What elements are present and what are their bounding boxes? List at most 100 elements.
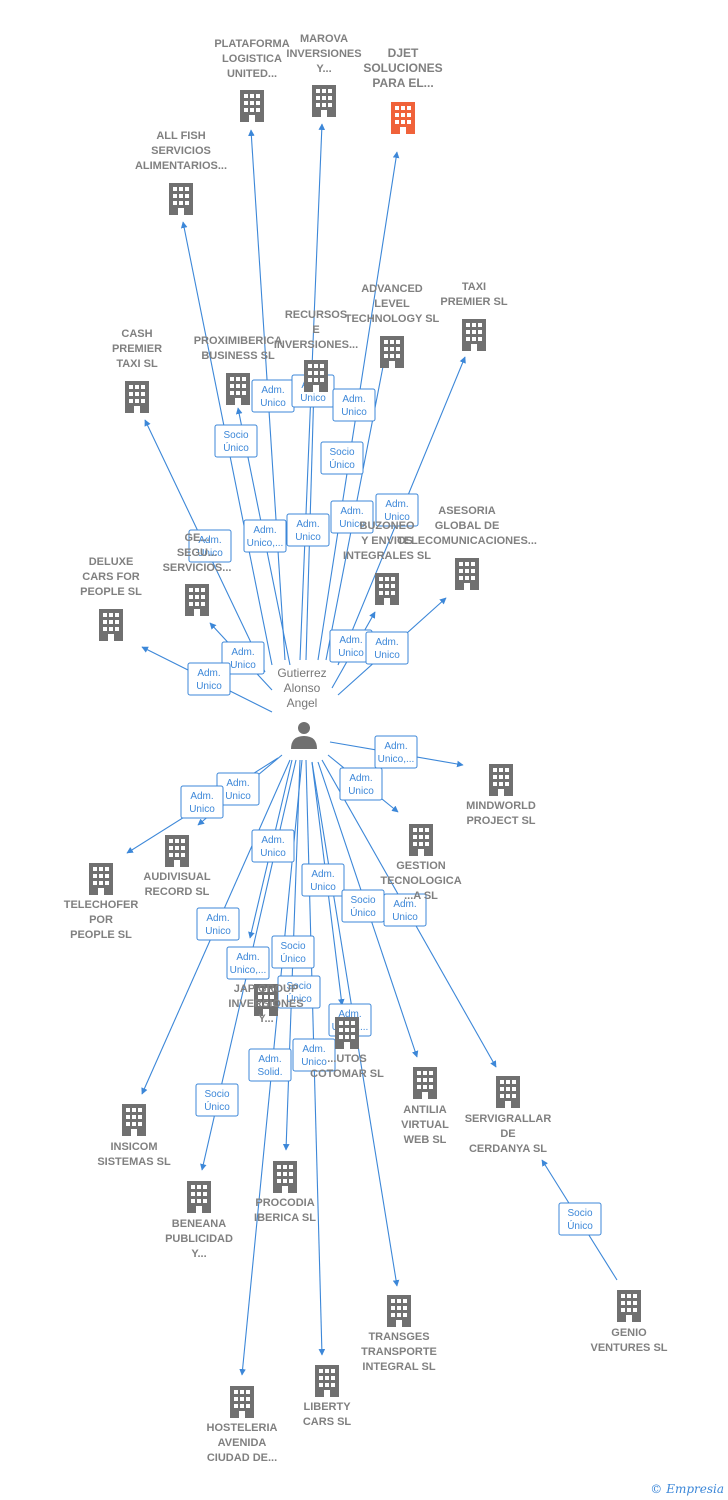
building-icon [391, 102, 415, 134]
edge-label-text: Unico [295, 532, 321, 543]
edge-label-text: Unico [348, 786, 374, 797]
company-label: SERVICIOS... [163, 562, 232, 574]
company-label: PEOPLE SL [70, 929, 132, 941]
company-label: ALIMENTARIOS... [135, 160, 227, 172]
company-label: DJET [388, 46, 419, 60]
edge-label-cash: Adm.Unico [330, 500, 374, 534]
edge-label-servi2: Adm.Unico [383, 893, 427, 927]
edge-label-text: Adm. [393, 899, 416, 910]
edge-label-text: Adm. [385, 499, 408, 510]
edge-label-text: Único [350, 906, 376, 919]
company-label: INVERSIONES [228, 998, 303, 1010]
company-label: GENIO [611, 1327, 647, 1339]
edge-label-text: Socio [567, 1208, 592, 1219]
company-label: INTEGRAL SL [362, 1361, 435, 1373]
company-label: VENTURES SL [590, 1342, 667, 1354]
company-node-genio[interactable]: GENIO VENTURES SL [590, 1290, 668, 1354]
edge-label-text: Único [280, 952, 306, 965]
company-label: CARS SL [303, 1416, 352, 1428]
company-label: CARS FOR [82, 571, 140, 583]
edge-label-text: Unico [196, 681, 222, 692]
edge-label-text: Unico [339, 519, 365, 530]
company-label: INTEGRALES SL [343, 550, 431, 562]
company-label: GLOBAL DE [435, 520, 500, 532]
edge-label-text: Socio [280, 941, 305, 952]
edge-label-antilia: Adm.Unico [301, 863, 345, 897]
company-label: PROCODIA [255, 1197, 314, 1209]
person-label: Alonso [284, 681, 321, 695]
company-label: INVERSIONES... [274, 339, 358, 351]
edge-label-text: Adm. [190, 791, 213, 802]
company-label: POR [89, 914, 113, 926]
company-label: TELECOMUNICACIONES... [397, 535, 537, 547]
edge-label-text: Socio [223, 430, 248, 441]
company-label: ...UTOS [327, 1053, 367, 1065]
company-label: TAXI SL [116, 358, 158, 370]
company-label: LOGISTICA [222, 53, 282, 65]
company-node-marova[interactable]: MAROVAINVERSIONESY... [286, 33, 362, 117]
company-node-jap[interactable]: JAP GROUPINVERSIONESY... [228, 983, 303, 1025]
edge-label-text: Unico [205, 926, 231, 937]
company-node-allfish[interactable]: ALL FISHSERVICIOSALIMENTARIOS... [135, 130, 227, 215]
company-label: SERVICIOS [151, 145, 211, 157]
company-label: AUDIVISUAL [143, 871, 211, 883]
company-label: CASH [121, 328, 152, 340]
company-label: ANTILIA [403, 1104, 446, 1116]
edge-label-text: Unico [260, 398, 286, 409]
company-node-recursos[interactable]: RECURSOSEINVERSIONES... [274, 309, 358, 392]
building-icon [122, 1104, 146, 1136]
building-icon [187, 1181, 211, 1213]
edge-label-hosteleria: Adm.Solid. [248, 1048, 292, 1082]
building-icon [226, 373, 250, 405]
company-node-beneana[interactable]: BENEANAPUBLICIDADY... [165, 1181, 233, 1260]
company-label: WEB SL [404, 1134, 447, 1146]
edge-label-text: Unico [374, 650, 400, 661]
person-label: Gutierrez [277, 666, 326, 680]
building-icon [617, 1290, 641, 1322]
edge-label-text: Unico [338, 648, 364, 659]
company-label: ADVANCED [361, 283, 423, 295]
person-icon [291, 722, 317, 749]
edge-label-text: Adm. [384, 741, 407, 752]
company-label: PLATAFORMA [214, 38, 289, 50]
company-label: GE... [184, 532, 209, 544]
company-node-gestseg[interactable]: GE...SEGU...SERVICIOS... [163, 532, 232, 616]
edge-label-text: Adm. [338, 1009, 361, 1020]
edge-label-text: Unico [225, 791, 251, 802]
building-icon [375, 573, 399, 605]
edge-label-text: Adm. [226, 778, 249, 789]
building-icon [387, 1295, 411, 1327]
company-node-plataforma[interactable]: PLATAFORMALOGISTICAUNITED... [214, 38, 290, 122]
company-label: BENEANA [172, 1218, 226, 1230]
edge-label-telechofer: Adm.Unico [180, 785, 224, 819]
building-icon [312, 85, 336, 117]
company-label: ...A SL [404, 890, 438, 902]
company-label: SISTEMAS SL [97, 1156, 171, 1168]
edge-label-allfish: Adm.Unico,... [243, 519, 287, 553]
edge-label-text: Unico [300, 393, 326, 404]
